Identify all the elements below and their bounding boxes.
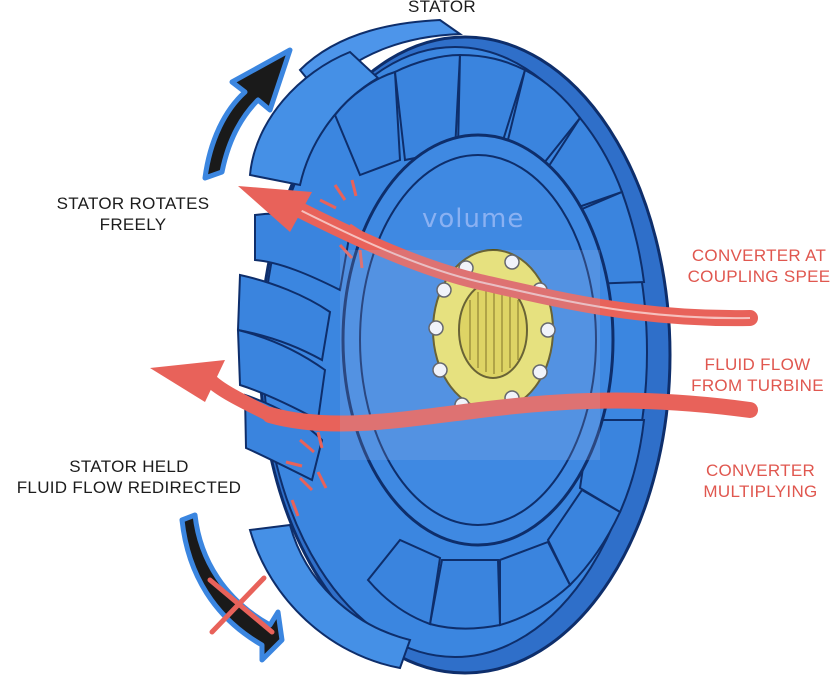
flow-upper (238, 186, 758, 327)
label-fluid-flow-line2: FROM TURBINE (691, 376, 824, 395)
label-stator-held: STATOR HELD FLUID FLOW REDIRECTED (0, 456, 258, 498)
label-converter-coupling-line1: CONVERTER AT (691, 246, 827, 265)
label-converter-coupling: CONVERTER AT COUPLING SPEE (674, 245, 837, 287)
label-converter-multiplying-line2: MULTIPLYING (703, 482, 818, 501)
label-stator: STATOR (392, 0, 492, 17)
label-stator-rotates-line1: STATOR ROTATES (56, 194, 210, 213)
label-converter-coupling-line2: COUPLING SPEE (687, 267, 831, 286)
overlay-artifact (340, 250, 600, 460)
blocked-x-icon (207, 575, 275, 635)
label-converter-multiplying-line1: CONVERTER (705, 461, 816, 480)
splash-lower (285, 431, 328, 517)
label-fluid-flow-line1: FLUID FLOW (704, 355, 811, 374)
stator-blades (236, 53, 646, 630)
label-stator-rotates: STATOR ROTATES FREELY (38, 193, 228, 235)
watermark-text: volume (422, 204, 525, 234)
label-fluid-flow: FLUID FLOW FROM TURBINE (680, 354, 835, 396)
flow-lower (150, 360, 758, 432)
label-stator-held-line1: STATOR HELD (69, 457, 189, 476)
splash-upper (319, 179, 366, 269)
label-stator-rotates-line2: FREELY (99, 215, 167, 234)
label-stator-held-line2: FLUID FLOW REDIRECTED (16, 478, 242, 497)
one-way-clutch-hub (428, 249, 556, 413)
held-arrow-bottom (179, 512, 285, 663)
label-stator-text: STATOR (408, 0, 476, 16)
label-converter-multiplying: CONVERTER MULTIPLYING (688, 460, 833, 502)
rotation-arrow-top (202, 47, 293, 181)
